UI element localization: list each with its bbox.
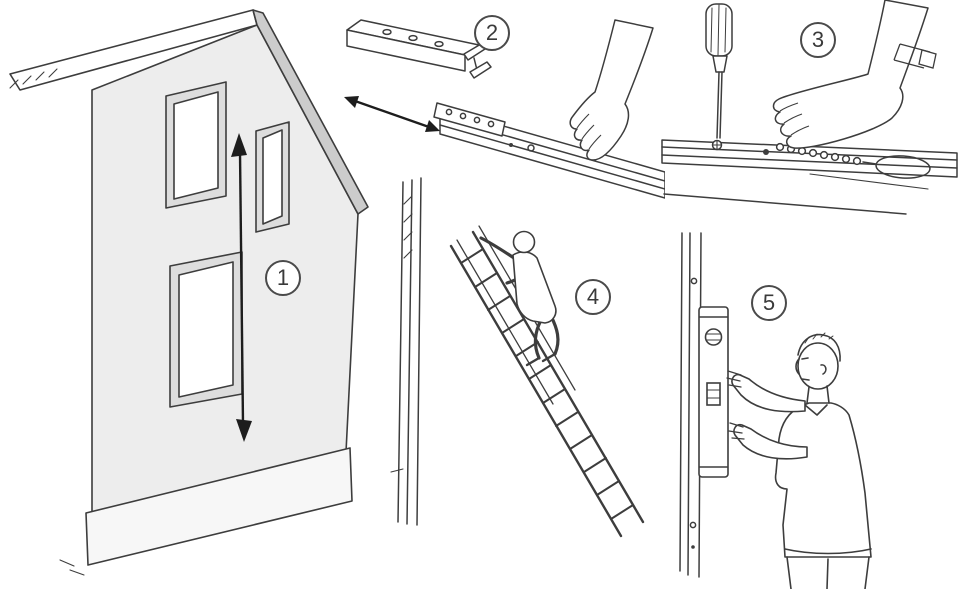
screwdriver-icon bbox=[705, 3, 733, 139]
slide-together-arrow-icon bbox=[344, 96, 440, 132]
house-measure-illustration bbox=[9, 9, 369, 576]
step-4-number: 4 bbox=[586, 284, 600, 309]
ladder-climbing-illustration bbox=[390, 177, 645, 538]
step-5-number: 5 bbox=[762, 290, 776, 315]
upper-arm bbox=[731, 373, 806, 413]
step-3-badge: 3 bbox=[800, 22, 836, 58]
step-2-panel bbox=[335, 0, 665, 240]
step-4-badge: 4 bbox=[575, 279, 611, 315]
left-rail-icon bbox=[346, 19, 492, 79]
climber-person-icon bbox=[479, 230, 560, 367]
step-1-number: 1 bbox=[276, 265, 290, 290]
spirit-level-icon bbox=[698, 306, 729, 478]
screw-icon bbox=[711, 139, 723, 151]
vertical-track-icon bbox=[679, 232, 702, 578]
windows-icon bbox=[165, 81, 290, 408]
level-alignment-illustration bbox=[679, 232, 872, 589]
rail-joining-illustration bbox=[344, 19, 665, 199]
hand-icon bbox=[772, 0, 937, 149]
wall-icon bbox=[390, 177, 422, 526]
step-3-number: 3 bbox=[811, 27, 825, 52]
step-5-panel bbox=[655, 225, 959, 589]
step-2-badge: 2 bbox=[474, 15, 510, 51]
hole-dot-icon bbox=[763, 149, 769, 155]
torso bbox=[774, 402, 872, 558]
screw-chain-icon bbox=[775, 142, 931, 190]
step-1-panel bbox=[0, 0, 380, 589]
hand-icon bbox=[569, 19, 654, 161]
height-measure-arrow-icon bbox=[231, 133, 252, 442]
screw-fastening-illustration bbox=[661, 0, 958, 215]
lower-arm bbox=[733, 423, 808, 460]
head bbox=[797, 342, 839, 390]
step-2-number: 2 bbox=[485, 20, 499, 45]
step-1-badge: 1 bbox=[265, 260, 301, 296]
watch-icon bbox=[893, 43, 937, 69]
step-3-panel bbox=[660, 0, 959, 240]
installer-person-icon bbox=[726, 332, 872, 589]
ladder-icon bbox=[449, 225, 645, 538]
step-5-badge: 5 bbox=[751, 285, 787, 321]
step-4-panel bbox=[385, 170, 665, 540]
